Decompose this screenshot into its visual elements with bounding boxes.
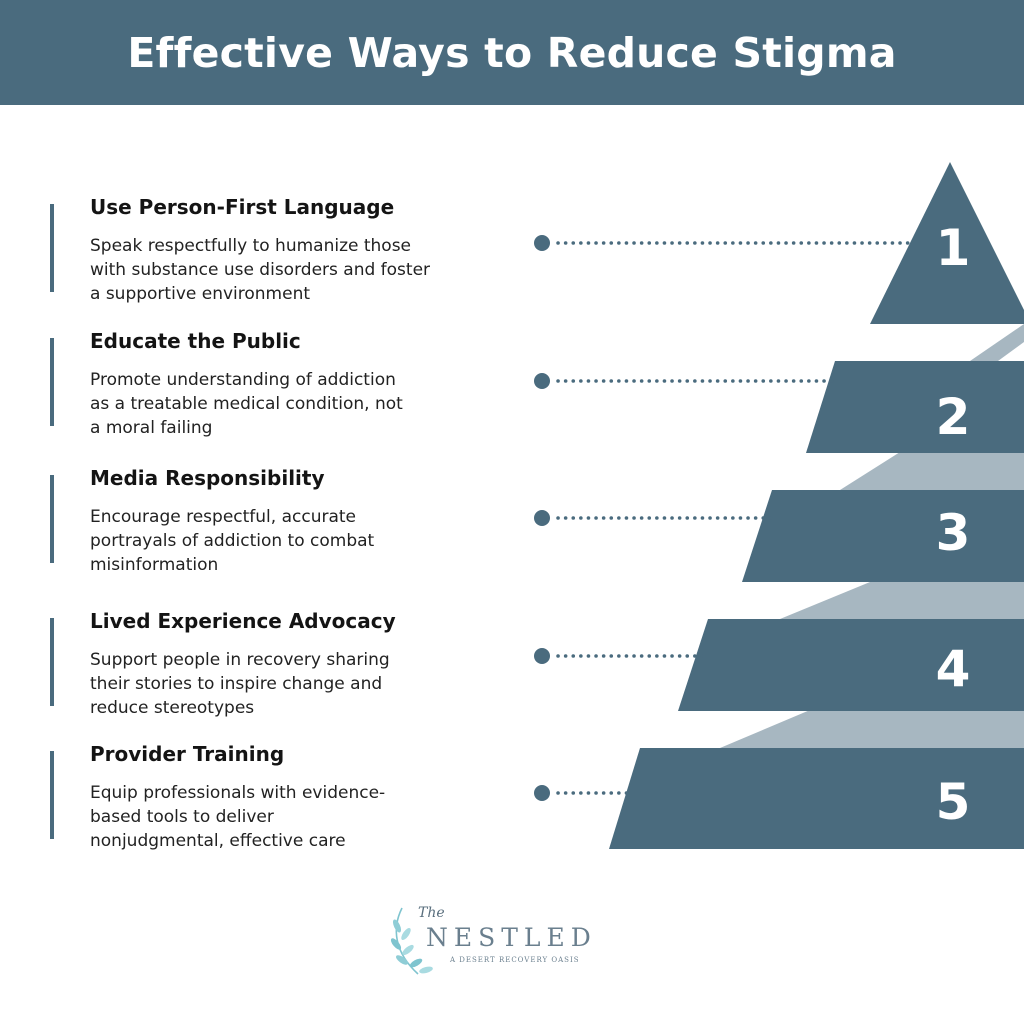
pyramid-ribbon-2 bbox=[840, 452, 1024, 490]
accent-bar bbox=[50, 475, 54, 563]
pyramid-ribbon-3 bbox=[780, 582, 1024, 619]
pyramid-tier-2 bbox=[806, 361, 1024, 453]
accent-bar bbox=[50, 618, 54, 706]
pyramid-tier-3 bbox=[742, 490, 1024, 582]
logo-the: The bbox=[418, 905, 445, 921]
item-title: Educate the Public bbox=[90, 329, 301, 353]
logo-wordmark: NESTLED bbox=[426, 923, 597, 952]
tier-number-4: 4 bbox=[936, 640, 971, 698]
connector-dot-1 bbox=[534, 235, 550, 251]
tier-number-1: 1 bbox=[936, 219, 971, 277]
connector-dot-5 bbox=[534, 785, 550, 801]
tier-number-3: 3 bbox=[936, 504, 971, 562]
leaf-branch-icon bbox=[390, 907, 433, 975]
item-description: Support people in recovery sharing their… bbox=[90, 650, 390, 718]
pyramid-ribbon-1 bbox=[870, 324, 1024, 361]
tier-number-5: 5 bbox=[936, 773, 971, 831]
item-title: Use Person-First Language bbox=[90, 195, 395, 219]
item-description: Equip professionals with evidence- based… bbox=[90, 783, 386, 851]
item-description: Promote understanding of addiction as a … bbox=[90, 370, 403, 438]
item-description: Encourage respectful, accurate portrayal… bbox=[90, 507, 375, 575]
accent-bar bbox=[50, 751, 54, 839]
accent-bar bbox=[50, 204, 54, 292]
connector-dot-4 bbox=[534, 648, 550, 664]
item-title: Provider Training bbox=[90, 742, 285, 766]
item-title: Lived Experience Advocacy bbox=[90, 609, 396, 633]
pyramid-tier-4 bbox=[678, 619, 1024, 711]
item-description: Speak respectfully to humanize those wit… bbox=[90, 236, 431, 304]
logo-tagline: A DESERT RECOVERY OASIS bbox=[450, 956, 580, 964]
brand-logo: The NESTLED A DESERT RECOVERY OASIS bbox=[388, 900, 598, 980]
connector-dot-3 bbox=[534, 510, 550, 526]
page-title: Effective Ways to Reduce Stigma bbox=[127, 28, 897, 77]
header-banner: Effective Ways to Reduce Stigma bbox=[0, 0, 1024, 105]
accent-bar bbox=[50, 338, 54, 426]
item-title: Media Responsibility bbox=[90, 466, 325, 490]
pyramid-tier-5 bbox=[609, 748, 1024, 849]
pyramid-tier-1 bbox=[870, 162, 1024, 324]
tier-number-2: 2 bbox=[936, 388, 971, 446]
pyramid-ribbon-4 bbox=[720, 710, 1024, 748]
connector-dot-2 bbox=[534, 373, 550, 389]
